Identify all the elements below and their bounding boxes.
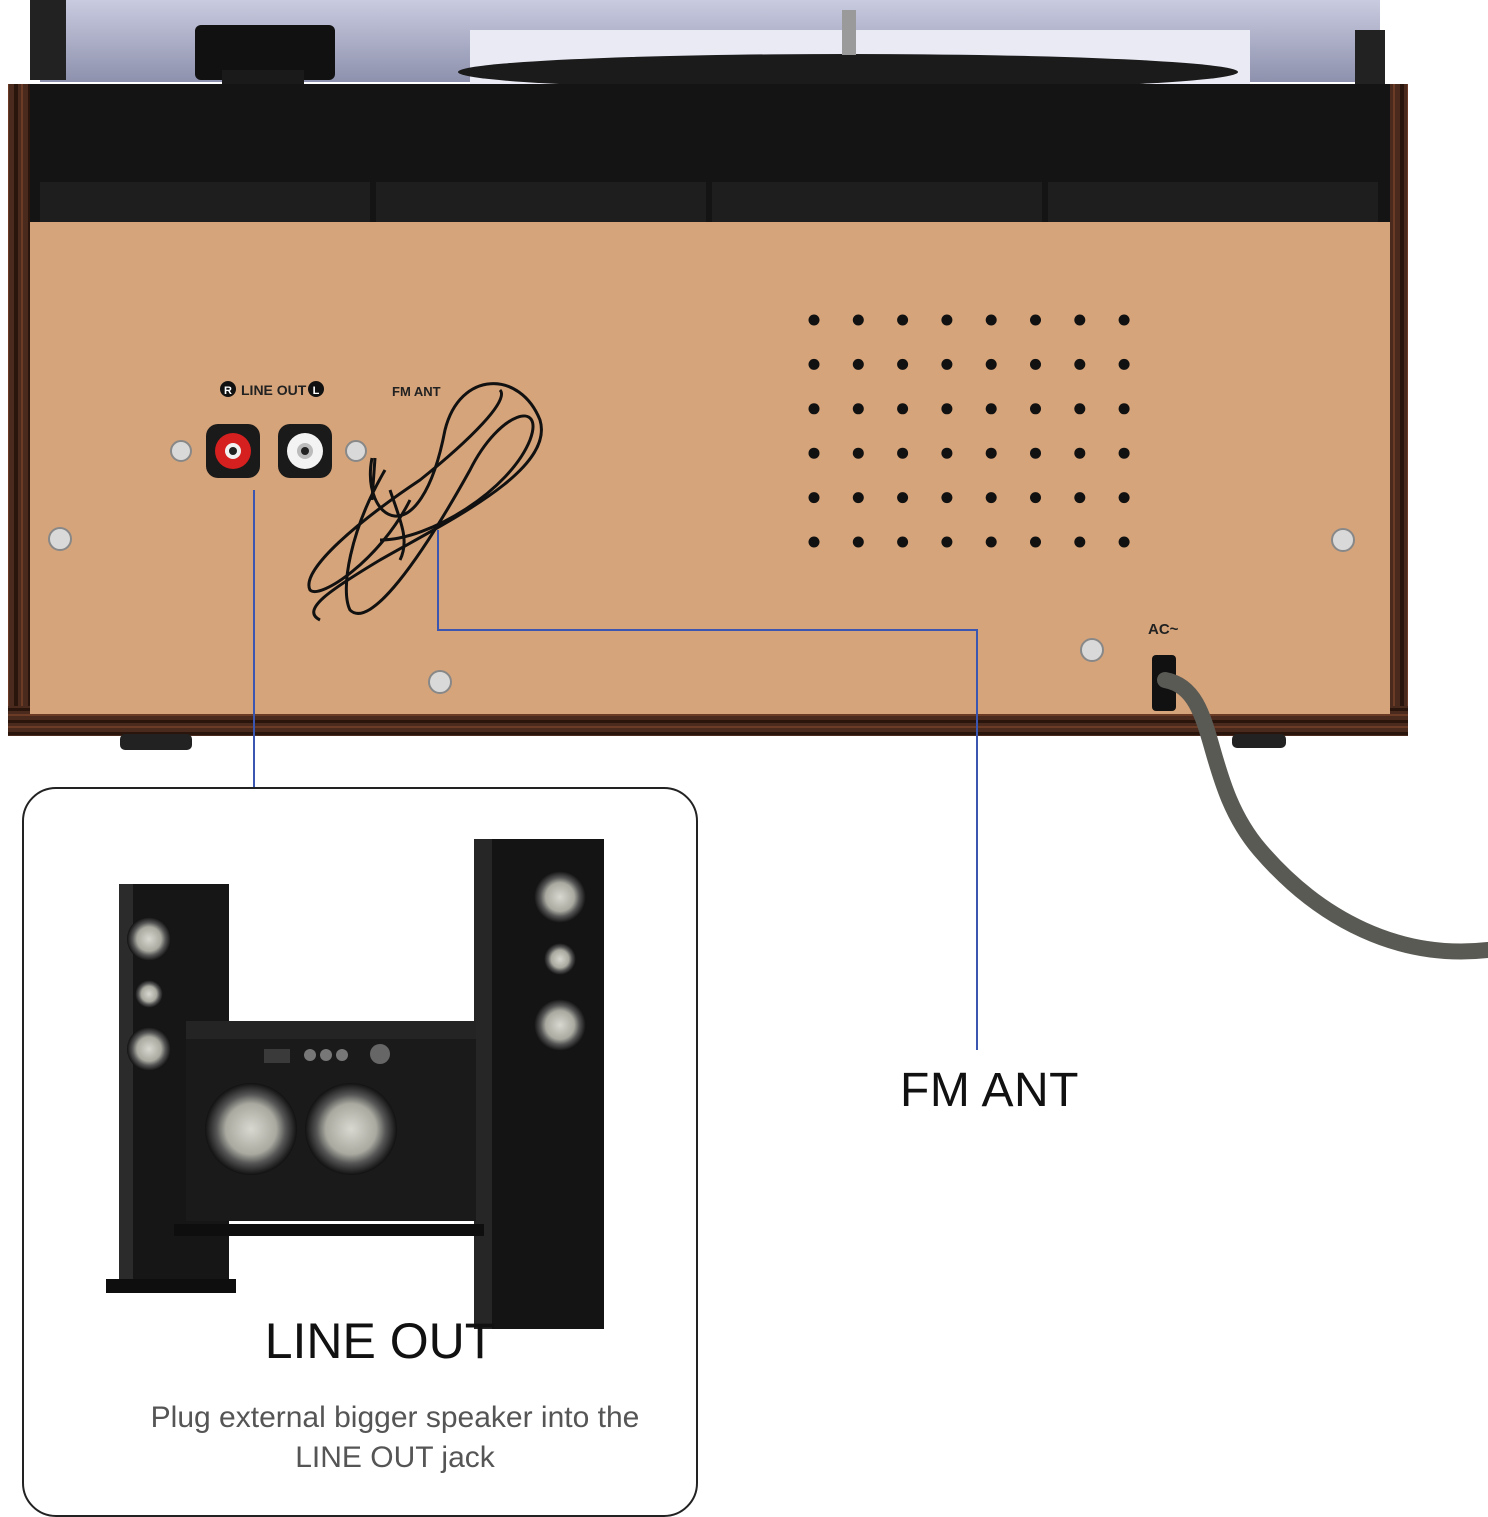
- grille-hole: [1074, 314, 1086, 326]
- grille-hole: [897, 447, 909, 459]
- grille-hole: [1074, 536, 1086, 548]
- screw: [1080, 638, 1104, 662]
- screw: [48, 527, 72, 551]
- grille-hole: [852, 492, 864, 504]
- fm-ant-print: FM ANT: [392, 384, 441, 399]
- grille-hole: [1074, 358, 1086, 370]
- grille-hole: [897, 358, 909, 370]
- grille-hole: [897, 314, 909, 326]
- grille-hole: [1118, 492, 1130, 504]
- grille-hole: [985, 403, 997, 415]
- grille-hole: [985, 536, 997, 548]
- line-out-description-text: Plug external bigger speaker into the LI…: [150, 1401, 640, 1474]
- fm-antenna-wire: [307, 382, 543, 622]
- line-out-print: LINE OUT: [241, 382, 307, 398]
- ac-print: AC~: [1148, 621, 1179, 638]
- grille-hole: [941, 358, 953, 370]
- speaker-grille: [808, 314, 1130, 548]
- grille-hole: [985, 492, 997, 504]
- screw: [428, 670, 452, 694]
- cabinet-foot-left: [120, 734, 192, 750]
- grille-hole: [897, 492, 909, 504]
- grille-hole: [941, 536, 953, 548]
- grille-hole: [808, 314, 820, 326]
- grille-hole: [985, 314, 997, 326]
- grille-hole: [1030, 314, 1041, 326]
- screws: [48, 440, 1355, 694]
- grille-hole: [941, 492, 953, 504]
- right-channel-marker: R: [224, 385, 232, 397]
- screw: [1331, 528, 1355, 552]
- grille-hole: [1118, 536, 1130, 548]
- grille-hole: [1030, 447, 1041, 459]
- grille-hole: [852, 314, 864, 326]
- grille-hole: [1030, 492, 1041, 504]
- grille-hole: [852, 403, 864, 415]
- grille-hole: [985, 358, 997, 370]
- grille-hole: [852, 447, 864, 459]
- grille-hole: [808, 403, 820, 415]
- rca-jack-right[interactable]: [206, 424, 260, 478]
- grille-hole: [1074, 403, 1086, 415]
- grille-hole: [941, 403, 953, 415]
- grille-hole: [897, 536, 909, 548]
- rca-jack-left[interactable]: [278, 424, 332, 478]
- power-cord: [1157, 672, 1488, 960]
- grille-hole: [1074, 492, 1086, 504]
- grille-hole: [941, 314, 953, 326]
- grille-hole: [1118, 358, 1130, 370]
- grille-hole: [985, 447, 997, 459]
- grille-hole: [1030, 536, 1041, 548]
- grille-hole: [808, 358, 820, 370]
- grille-hole: [1030, 358, 1041, 370]
- screw: [170, 440, 192, 462]
- grille-hole: [808, 447, 820, 459]
- fm-ant-callout-label: FM ANT: [900, 1064, 1079, 1117]
- grille-hole: [852, 358, 864, 370]
- grille-hole: [808, 536, 820, 548]
- external-speakers-photo: [106, 839, 604, 1329]
- grille-hole: [897, 403, 909, 415]
- grille-hole: [852, 536, 864, 548]
- grille-hole: [808, 492, 820, 504]
- line-out-title: LINE OUT: [264, 1313, 496, 1369]
- grille-hole: [1074, 447, 1086, 459]
- grille-hole: [1118, 314, 1130, 326]
- cabinet-foot-right: [1232, 734, 1286, 748]
- grille-hole: [1030, 403, 1041, 415]
- line-out-card: [22, 787, 698, 1517]
- grille-hole: [1118, 447, 1130, 459]
- grille-hole: [941, 447, 953, 459]
- grille-hole: [1118, 403, 1130, 415]
- left-channel-marker: L: [313, 385, 320, 397]
- line-out-panel-label: R LINE OUT L: [220, 381, 324, 398]
- screw: [345, 440, 367, 462]
- line-out-description: Plug external bigger speaker into the LI…: [0, 1398, 790, 1478]
- fm-ant-callout-line: [437, 530, 978, 1050]
